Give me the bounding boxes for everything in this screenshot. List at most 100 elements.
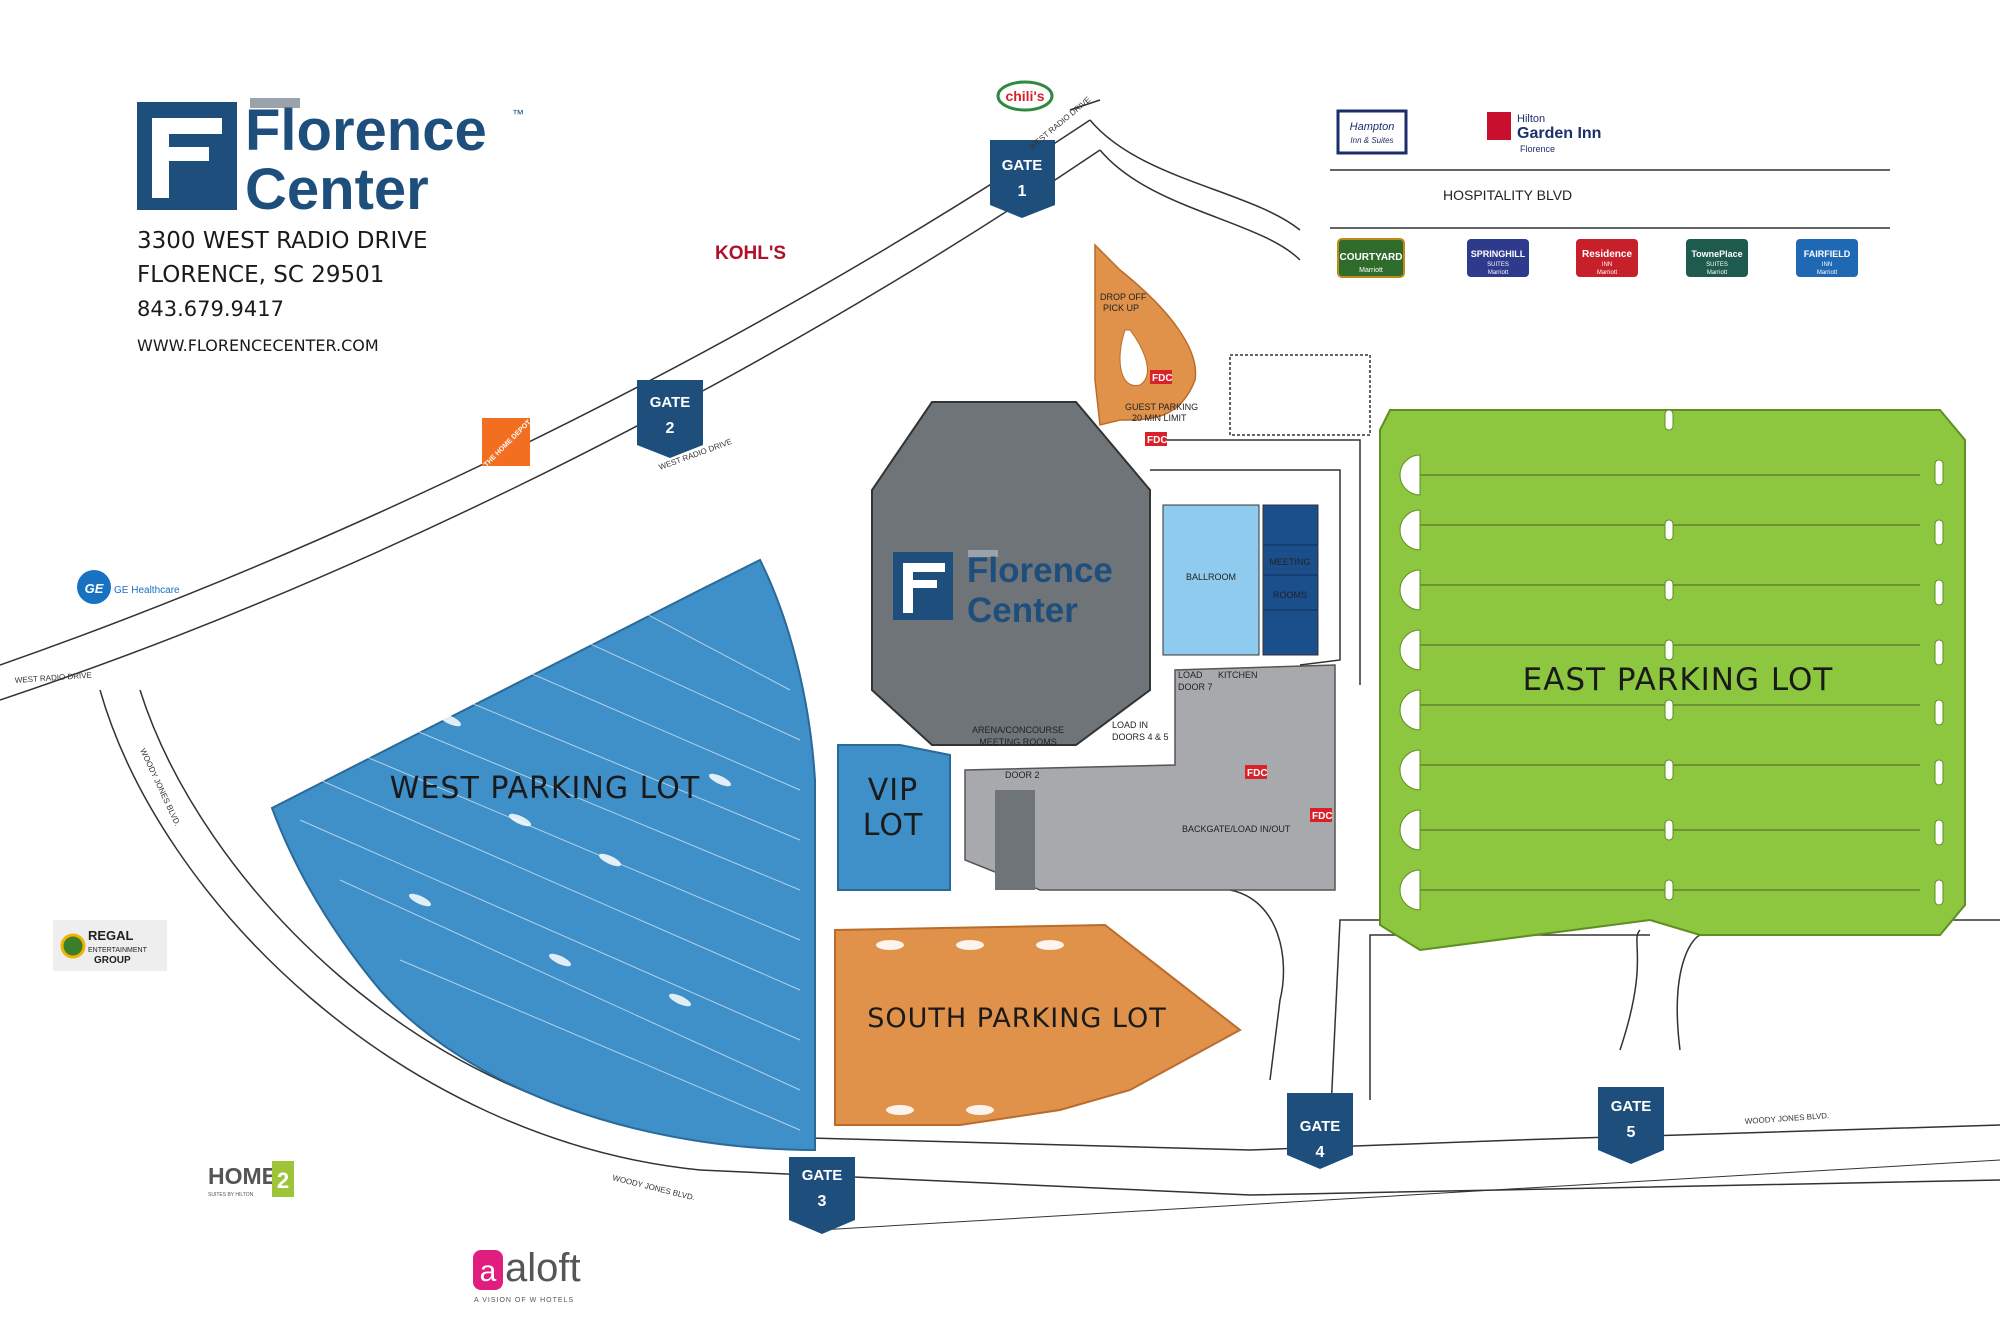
svg-text:FAIRFIELD: FAIRFIELD [1804, 249, 1851, 259]
regal-logo: REGAL ENTERTAINMENT GROUP [53, 920, 167, 971]
concourse-line1: ARENA/CONCOURSE [972, 725, 1064, 735]
regal-icon [60, 933, 86, 959]
svg-text:INN: INN [1602, 262, 1612, 268]
svg-text:Marriott: Marriott [1707, 270, 1728, 276]
east-parking-lot[interactable]: EAST PARKING LOT [1379, 409, 1966, 952]
address-line2: FLORENCE, SC 29501 [137, 262, 384, 288]
load-in-line1: LOAD IN [1112, 720, 1148, 730]
svg-text:GATE: GATE [1300, 1118, 1341, 1135]
brand-name-line1: Florence [245, 98, 487, 163]
hilton-garden-inn-logo: Hilton Garden Inn Florence [1487, 112, 1601, 154]
backgate-area: DOOR 2 BACKGATE/LOAD IN/OUT KITCHEN LOAD… [964, 664, 1336, 891]
svg-text:2: 2 [277, 1168, 289, 1193]
svg-text:™: ™ [512, 107, 524, 121]
svg-text:Residence: Residence [1582, 249, 1632, 260]
meeting-rooms[interactable]: MEETING ROOMS [1262, 504, 1319, 656]
svg-text:Inn & Suites: Inn & Suites [1350, 136, 1393, 145]
svg-text:Marriott: Marriott [1359, 267, 1383, 274]
svg-text:Hilton: Hilton [1517, 113, 1545, 125]
dropoff-line2: PICK UP [1103, 303, 1139, 313]
aloft-logo: a aloft A VISION OF W HOTELS [473, 1246, 581, 1304]
address-line1: 3300 WEST RADIO DRIVE [137, 228, 428, 254]
svg-text:1: 1 [1018, 183, 1027, 200]
gate-1[interactable]: GATE 1 [990, 140, 1055, 218]
svg-text:Marriott: Marriott [1817, 270, 1838, 276]
svg-text:SUITES: SUITES [1706, 262, 1728, 268]
vip-lot-label-line2: LOT [863, 808, 924, 843]
chilis-logo: chili's [996, 80, 1054, 112]
svg-text:FDC: FDC [1147, 435, 1168, 446]
guest-line2: 20 MIN LIMIT [1132, 413, 1187, 423]
road-label-woody-jones-2: WOODY JONES BLVD. [612, 1173, 696, 1202]
south-lot-label: SOUTH PARKING LOT [867, 1003, 1167, 1034]
gate-4[interactable]: GATE 4 [1287, 1093, 1353, 1169]
svg-text:2: 2 [666, 420, 675, 437]
svg-text:a: a [480, 1255, 497, 1288]
svg-text:3: 3 [818, 1193, 827, 1210]
concourse-line2: MEETING ROOMS [979, 737, 1057, 747]
svg-text:aloft: aloft [505, 1246, 581, 1290]
building-outline [1150, 354, 1371, 685]
residence-inn-logo: Residence INN Marriott [1576, 239, 1638, 277]
ge-icon [77, 570, 111, 604]
svg-text:SUITES: SUITES [1487, 262, 1509, 268]
load-door7-line1: LOAD [1178, 670, 1203, 680]
svg-text:GATE: GATE [1002, 157, 1043, 174]
ballroom[interactable]: BALLROOM [1162, 504, 1260, 656]
svg-text:Marriott: Marriott [1597, 270, 1618, 276]
meeting-line1: MEETING [1269, 557, 1310, 567]
ballroom-label: BALLROOM [1186, 572, 1236, 582]
vip-lot[interactable]: VIP LOT [837, 744, 951, 891]
hampton-logo: Hampton Inn & Suites [1336, 109, 1408, 155]
website-link[interactable]: WWW.FLORENCECENTER.COM [137, 336, 379, 355]
west-parking-lot[interactable]: WEST PARKING LOT [270, 558, 816, 1152]
gate-2[interactable]: GATE 2 [637, 380, 703, 458]
towneplace-logo: TownePlace SUITES Marriott [1686, 239, 1748, 277]
svg-text:4: 4 [1316, 1144, 1325, 1161]
springhill-logo: SPRINGHILL SUITES Marriott [1467, 239, 1529, 277]
arena-building[interactable]: ARENA/CONCOURSE MEETING ROOMS Florence C… [871, 401, 1151, 747]
west-lot-label: WEST PARKING LOT [390, 771, 700, 806]
svg-text:TownePlace: TownePlace [1691, 249, 1742, 259]
svg-text:FDC: FDC [1247, 768, 1268, 779]
svg-text:Marriott: Marriott [1488, 270, 1509, 276]
road-label-woody-jones-1: WOODY JONES BLVD. [138, 747, 182, 827]
backgate-label: BACKGATE/LOAD IN/OUT [1182, 824, 1291, 834]
kohls-logo: KOHL'S [715, 243, 786, 264]
svg-text:SUITES BY HILTON: SUITES BY HILTON [208, 1192, 254, 1198]
road-label-west-radio-1: WEST RADIO DRIVE [15, 671, 93, 685]
meeting-line2: ROOMS [1273, 590, 1307, 600]
brand-name-line2: Center [245, 157, 429, 222]
svg-text:FDC: FDC [1312, 811, 1333, 822]
hilton-icon [1487, 112, 1511, 140]
home-depot-logo: THE HOME DEPOT [482, 418, 533, 469]
phone-number: 843.679.9417 [137, 297, 284, 321]
dropoff-line1: DROP OFF [1100, 292, 1147, 302]
svg-text:GE Healthcare: GE Healthcare [114, 585, 180, 596]
svg-text:chili's: chili's [1005, 88, 1044, 104]
svg-text:FDC: FDC [1152, 373, 1173, 384]
road-label-woody-jones-3: WOODY JONES BLVD. [1745, 1111, 1830, 1126]
svg-text:GROUP: GROUP [94, 955, 131, 966]
svg-text:GATE: GATE [802, 1167, 843, 1184]
door2-label: DOOR 2 [1005, 770, 1040, 780]
arena-name-line1: Florence [967, 551, 1113, 590]
svg-text:GE: GE [85, 581, 104, 596]
load-door7-line2: DOOR 7 [1178, 682, 1213, 692]
svg-text:REGAL: REGAL [88, 928, 134, 943]
east-lot-label: EAST PARKING LOT [1523, 662, 1834, 698]
dropoff-loop[interactable]: DROP OFF PICK UP GUEST PARKING 20 MIN LI… [1094, 243, 1198, 426]
courtyard-logo: COURTYARD Marriott [1337, 238, 1405, 278]
arena-name-line2: Center [967, 591, 1078, 630]
svg-text:ENTERTAINMENT: ENTERTAINMENT [88, 947, 148, 954]
ge-healthcare-logo: GE GE Healthcare [77, 570, 180, 604]
svg-text:5: 5 [1627, 1124, 1636, 1141]
gate-5[interactable]: GATE 5 [1598, 1087, 1664, 1164]
south-parking-lot[interactable]: SOUTH PARKING LOT [834, 923, 1242, 1126]
svg-text:GATE: GATE [1611, 1098, 1652, 1115]
svg-text:HOME: HOME [208, 1163, 277, 1189]
svg-text:Hampton: Hampton [1350, 121, 1395, 133]
gate-3[interactable]: GATE 3 [789, 1157, 855, 1234]
